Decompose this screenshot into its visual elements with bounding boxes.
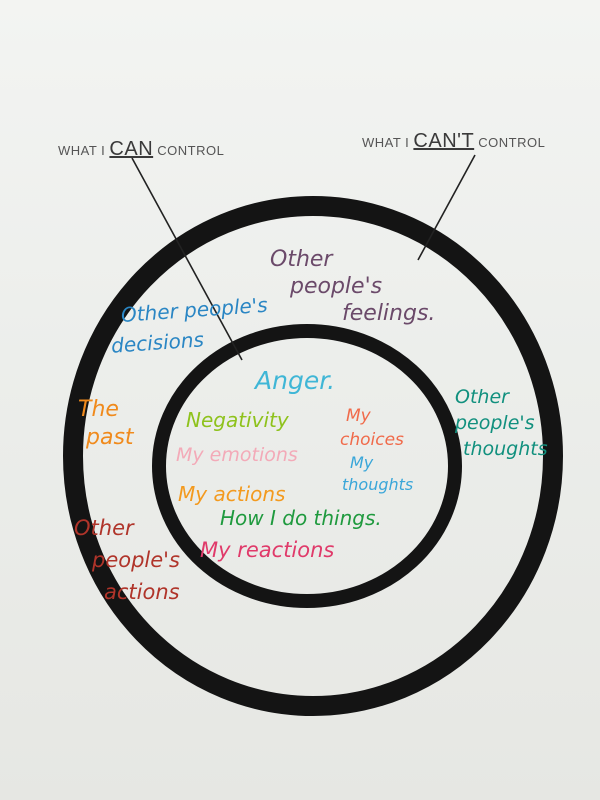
my-actions: My actions <box>178 482 286 506</box>
outer-ring <box>63 196 563 716</box>
other-peoples-feelings: Other people's feelings. <box>270 246 435 327</box>
header-suffix: CONTROL <box>153 143 225 158</box>
can-control-header: WHAT I CAN CONTROL <box>58 138 224 161</box>
my-reactions: My reactions <box>200 538 335 562</box>
cant-control-header: WHAT I CAN'T CONTROL <box>362 130 545 153</box>
header-prefix: WHAT I <box>362 135 414 150</box>
thoughts-line-2: people's <box>455 412 535 434</box>
inner-ring <box>152 324 462 608</box>
feelings-line-3: feelings. <box>342 301 436 326</box>
past-line-1: The <box>78 397 119 422</box>
actions-line-2: people's <box>92 548 180 572</box>
feelings-line-1: Other <box>270 247 333 272</box>
my-choices: My choices <box>340 404 404 452</box>
other-peoples-actions: Other people's actions <box>74 512 180 608</box>
choices-line-1: My <box>346 406 371 426</box>
other-peoples-decisions: Other people's decisions <box>110 290 271 360</box>
thoughts-line-3: thoughts <box>463 438 548 460</box>
my-thoughts-line-2: thoughts <box>342 475 414 494</box>
anger: Anger. <box>255 366 336 395</box>
cant-pointer-line <box>417 154 476 261</box>
actions-line-3: actions <box>104 580 180 604</box>
past-line-2: past <box>86 425 134 450</box>
header-suffix: CONTROL <box>474 135 546 150</box>
thoughts-line-1: Other <box>455 386 509 408</box>
my-emotions: My emotions <box>176 444 298 466</box>
header-can-word: CAN <box>109 138 154 160</box>
my-thoughts: My thoughts <box>342 452 413 496</box>
how-i-do-things: How I do things. <box>220 506 382 530</box>
the-past: The past <box>78 396 134 452</box>
actions-line-1: Other <box>74 516 134 540</box>
can-pointer-line <box>131 157 243 361</box>
header-cant-word: CAN'T <box>413 130 475 152</box>
other-peoples-thoughts: Other people's thoughts <box>455 384 555 462</box>
header-prefix: WHAT I <box>58 143 110 158</box>
my-thoughts-line-1: My <box>350 453 374 472</box>
choices-line-2: choices <box>340 430 404 450</box>
feelings-line-2: people's <box>290 274 383 299</box>
negativity: Negativity <box>186 408 289 432</box>
